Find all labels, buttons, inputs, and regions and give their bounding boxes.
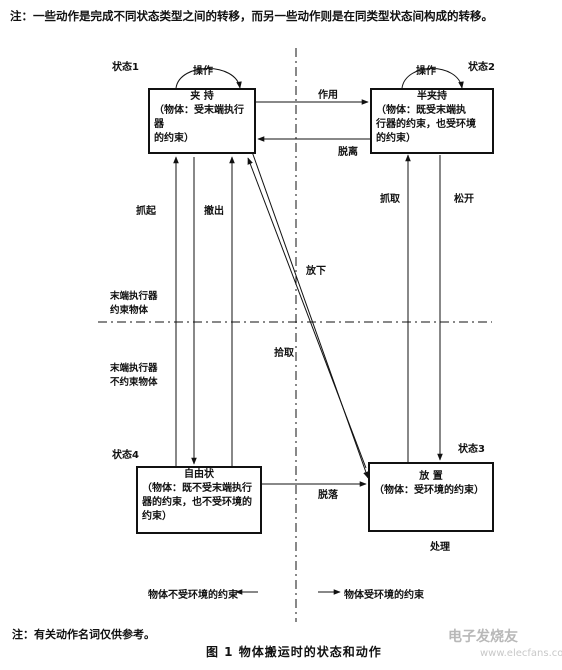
- clamp-line2: 的约束）: [154, 133, 194, 144]
- half-clamp-line2: 行器的约束，也受环境: [376, 119, 476, 130]
- watermark-logo: 电子发烧友: [448, 629, 518, 645]
- action-put-down: 放下: [306, 266, 326, 277]
- clamp-title: 夹 持: [190, 91, 214, 102]
- region-constrained: 末端执行器 约束物体: [110, 290, 158, 318]
- bottom-note: 注：有关动作名词仅供参考。: [12, 628, 155, 641]
- free-line1: （物体：既不受末端执行: [142, 483, 252, 494]
- state1-label: 状态1: [112, 62, 139, 73]
- placed-line1: （物体：受环境的约束）: [374, 485, 484, 496]
- state2-label: 状态2: [468, 62, 495, 73]
- free-line3: 约束）: [142, 511, 172, 522]
- state-box-free: 自由状 （物体：既不受末端执行 器的约束，也不受环境的 约束）: [136, 466, 262, 534]
- region-unconstrained: 末端执行器 不约束物体: [110, 362, 158, 390]
- action-handle: 处理: [430, 542, 450, 553]
- action-apply: 作用: [318, 90, 338, 101]
- free-title: 自由状: [184, 469, 214, 480]
- region-env-bound: 物体受环境的约束: [344, 590, 424, 601]
- region-unconstrained-line1: 末端执行器: [110, 363, 158, 374]
- operate-loop-right: [401, 68, 464, 89]
- action-fall-off: 脱落: [318, 490, 338, 501]
- free-line2: 器的约束，也不受环境的: [142, 497, 252, 508]
- action-grab-left: 抓起: [136, 206, 156, 217]
- action-detach: 脱离: [338, 147, 358, 158]
- state-box-half-clamp: 半夹持 （物体：既受末端执 行器的约束，也受环境 的约束）: [370, 88, 494, 154]
- half-clamp-line3: 的约束）: [376, 133, 416, 144]
- action-grasp: 抓取: [380, 194, 400, 205]
- top-note: 注：一些动作是完成不同状态类型之间的转移，而另一些动作则是在同类型状态间构成的转…: [10, 9, 493, 23]
- arrow-put-down: [249, 145, 369, 479]
- operate-label-left: 操作: [193, 66, 213, 77]
- region-unconstrained-line2: 不约束物体: [110, 377, 158, 388]
- half-clamp-title: 半夹持: [417, 91, 447, 102]
- arrow-pick-diag: [247, 157, 367, 469]
- watermark-url: www.elecfans.com: [480, 648, 562, 659]
- state4-label: 状态4: [112, 450, 139, 461]
- figure-caption: 图 1 物体搬运时的状态和动作: [206, 645, 382, 659]
- operate-label-right: 操作: [416, 66, 436, 77]
- action-release: 松开: [454, 194, 474, 205]
- region-env-free: 物体不受环境的约束: [148, 590, 238, 601]
- state-box-placed: 放 置 （物体：受环境的约束）: [368, 462, 494, 532]
- action-pick-up: 拾取: [274, 348, 294, 359]
- placed-title: 放 置: [419, 471, 443, 482]
- state-box-clamp: 夹 持 （物体：受末端执行器 的约束）: [148, 88, 256, 154]
- state3-label: 状态3: [458, 444, 485, 455]
- operate-loop-left: [175, 68, 242, 89]
- half-clamp-line1: （物体：既受末端执: [376, 105, 466, 116]
- region-constrained-line1: 末端执行器: [110, 291, 158, 302]
- region-constrained-line2: 约束物体: [110, 305, 149, 316]
- clamp-line1: （物体：受末端执行器: [154, 105, 244, 130]
- action-withdraw: 撤出: [204, 206, 224, 217]
